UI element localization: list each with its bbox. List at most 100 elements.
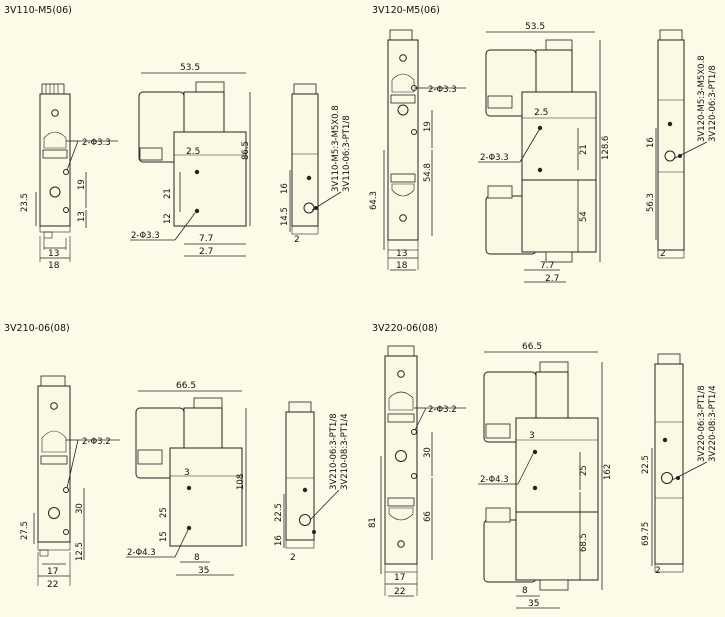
valve-body <box>515 417 599 513</box>
hole-callout: 2-Φ3.3 <box>131 231 160 241</box>
dim: 12.5 <box>75 542 85 561</box>
hole-callout: 2-Φ3.2 <box>428 405 457 415</box>
dim: 19 <box>77 179 87 190</box>
side-view: 66.5 162 3 2-Φ4.3 25 68.5 8 35 <box>478 342 613 609</box>
port-spec: 3V120-06:3-PT1/8 <box>708 65 718 142</box>
panel-3v210: 3V210-06(08) 2-Φ3.2 30 27.5 12.5 17 22 <box>4 323 350 590</box>
dim: 66.5 <box>176 381 196 391</box>
valve-end <box>291 93 319 227</box>
end-view: 22.5 69.75 2 3V220-06:3-PT1/8 3V220-08:3… <box>641 353 718 576</box>
valve-body <box>387 39 419 241</box>
hole-callout: 2-Φ4.3 <box>480 475 509 485</box>
dim: 8 <box>194 553 200 563</box>
panel-3v110: 3V110-M5(06) 2-Φ3.3 19 23.5 13 <box>4 5 352 271</box>
dim: 22 <box>394 587 405 597</box>
dim: 66 <box>423 511 433 522</box>
panel-3v220: 3V220-06(08) 2-Φ3.2 30 66 81 17 <box>368 323 718 609</box>
front-view: 2-Φ3.3 19 23.5 13 13 18 <box>20 83 118 271</box>
dim: 22.5 <box>274 503 284 522</box>
side-view: 66.5 108 3 25 15 2-Φ4.3 8 35 <box>126 381 247 576</box>
dim: 2.7 <box>545 274 559 284</box>
dim: 53.5 <box>525 22 545 32</box>
dim: 2 <box>294 235 300 245</box>
valve-end <box>657 39 685 251</box>
screw-hole <box>51 109 59 117</box>
dim: 69.75 <box>641 522 651 546</box>
valve-body <box>169 447 243 547</box>
dim: 18 <box>396 261 408 271</box>
dim: 7.7 <box>540 261 554 271</box>
dim: 2 <box>655 566 661 576</box>
end-view: 22.5 16 2 3V210-06:3-PT1/8 3V210-08:3-PT… <box>274 401 350 563</box>
dim: 35 <box>528 599 539 609</box>
dim: 64.3 <box>369 191 379 210</box>
hole-callout: 2-Φ3.2 <box>82 437 111 447</box>
dim: 54 <box>579 211 589 222</box>
hole-callout: 2-Φ4.3 <box>127 548 156 558</box>
dim: 19 <box>423 121 433 132</box>
dim: 15 <box>159 531 169 542</box>
dim: 3 <box>184 468 190 478</box>
dim: 2.5 <box>534 108 548 118</box>
front-view: 2-Φ3.2 30 27.5 12.5 17 22 <box>20 375 120 590</box>
dim: 22 <box>47 580 58 590</box>
end-view: 16 14.5 2 3V110-M5:3-M5X0.8 3V110-06:3-P… <box>280 83 352 245</box>
port-spec: 3V210-08:3-PT1/4 <box>340 413 350 490</box>
dim: 81 <box>368 517 378 528</box>
dim: 25 <box>579 465 589 476</box>
port-spec: 3V220-08:3-PT1/4 <box>708 385 718 462</box>
port-spec: 3V110-06:3-PT1/8 <box>342 115 352 192</box>
port-spec: 3V110-M5:3-M5X0.8 <box>331 105 341 192</box>
panel-title: 3V120-M5(06) <box>372 5 440 16</box>
valve-end <box>654 363 684 565</box>
hole-callout: 2-Φ3.3 <box>480 153 509 163</box>
panel-title: 3V210-06(08) <box>4 323 70 334</box>
dim: 14.5 <box>280 207 290 226</box>
panel-title: 3V110-M5(06) <box>4 5 72 16</box>
dim: 2.7 <box>199 247 213 257</box>
front-view: 2-Φ3.3 19 54.8 64.3 13 18 <box>369 29 466 271</box>
dim: 7.7 <box>199 234 213 244</box>
dim: 8 <box>522 586 528 596</box>
dim: 25 <box>159 507 169 518</box>
dim: 22.5 <box>641 455 651 474</box>
dim: 17 <box>394 573 405 583</box>
dim: 13 <box>396 249 407 259</box>
panel-title: 3V220-06(08) <box>372 323 438 334</box>
dim: 35 <box>198 566 209 576</box>
port-spec: 3V220-06:3-PT1/8 <box>697 385 707 462</box>
dim: 12 <box>163 213 173 224</box>
port-spec: 3V120-M5:3-M5X0.8 <box>697 55 707 142</box>
dim: 2 <box>660 249 666 259</box>
dim: 162 <box>603 464 613 480</box>
dim: 21 <box>579 144 589 155</box>
dim: 18 <box>48 261 60 271</box>
dim: 13 <box>48 249 59 259</box>
dim: 23.5 <box>20 193 30 212</box>
dim: 16 <box>280 183 290 194</box>
dim: 16 <box>274 535 284 546</box>
dim: 13 <box>77 211 87 222</box>
panel-3v120: 3V120-M5(06) 2-Φ3.3 19 54.8 64.3 13 <box>369 5 718 284</box>
dim: 54.8 <box>423 163 433 182</box>
dim: 53.5 <box>180 63 200 73</box>
valve-body <box>173 131 247 227</box>
dim: 2.5 <box>186 147 200 157</box>
side-view: 53.5 128.6 2.5 2-Φ3.3 21 54 7.7 2.7 <box>478 22 611 284</box>
dim: 16 <box>646 137 656 148</box>
dim: 30 <box>75 503 85 514</box>
side-view: 53.5 86.5 2.5 21 12 2-Φ3.3 7.7 2.7 <box>130 63 251 257</box>
dim: 128.6 <box>601 136 611 160</box>
port-spec: 3V210-06:3-PT1/8 <box>329 413 339 490</box>
front-view: 2-Φ3.2 30 66 81 17 22 <box>368 345 466 597</box>
dim: 68.5 <box>579 533 589 552</box>
dim: 3 <box>529 431 535 441</box>
dim: 17 <box>47 567 58 577</box>
hole-callout: 2-Φ3.3 <box>82 138 111 148</box>
dim: 30 <box>423 447 433 458</box>
dim: 86.5 <box>241 141 251 160</box>
valve-body <box>521 91 597 181</box>
solenoid-head <box>183 91 225 133</box>
